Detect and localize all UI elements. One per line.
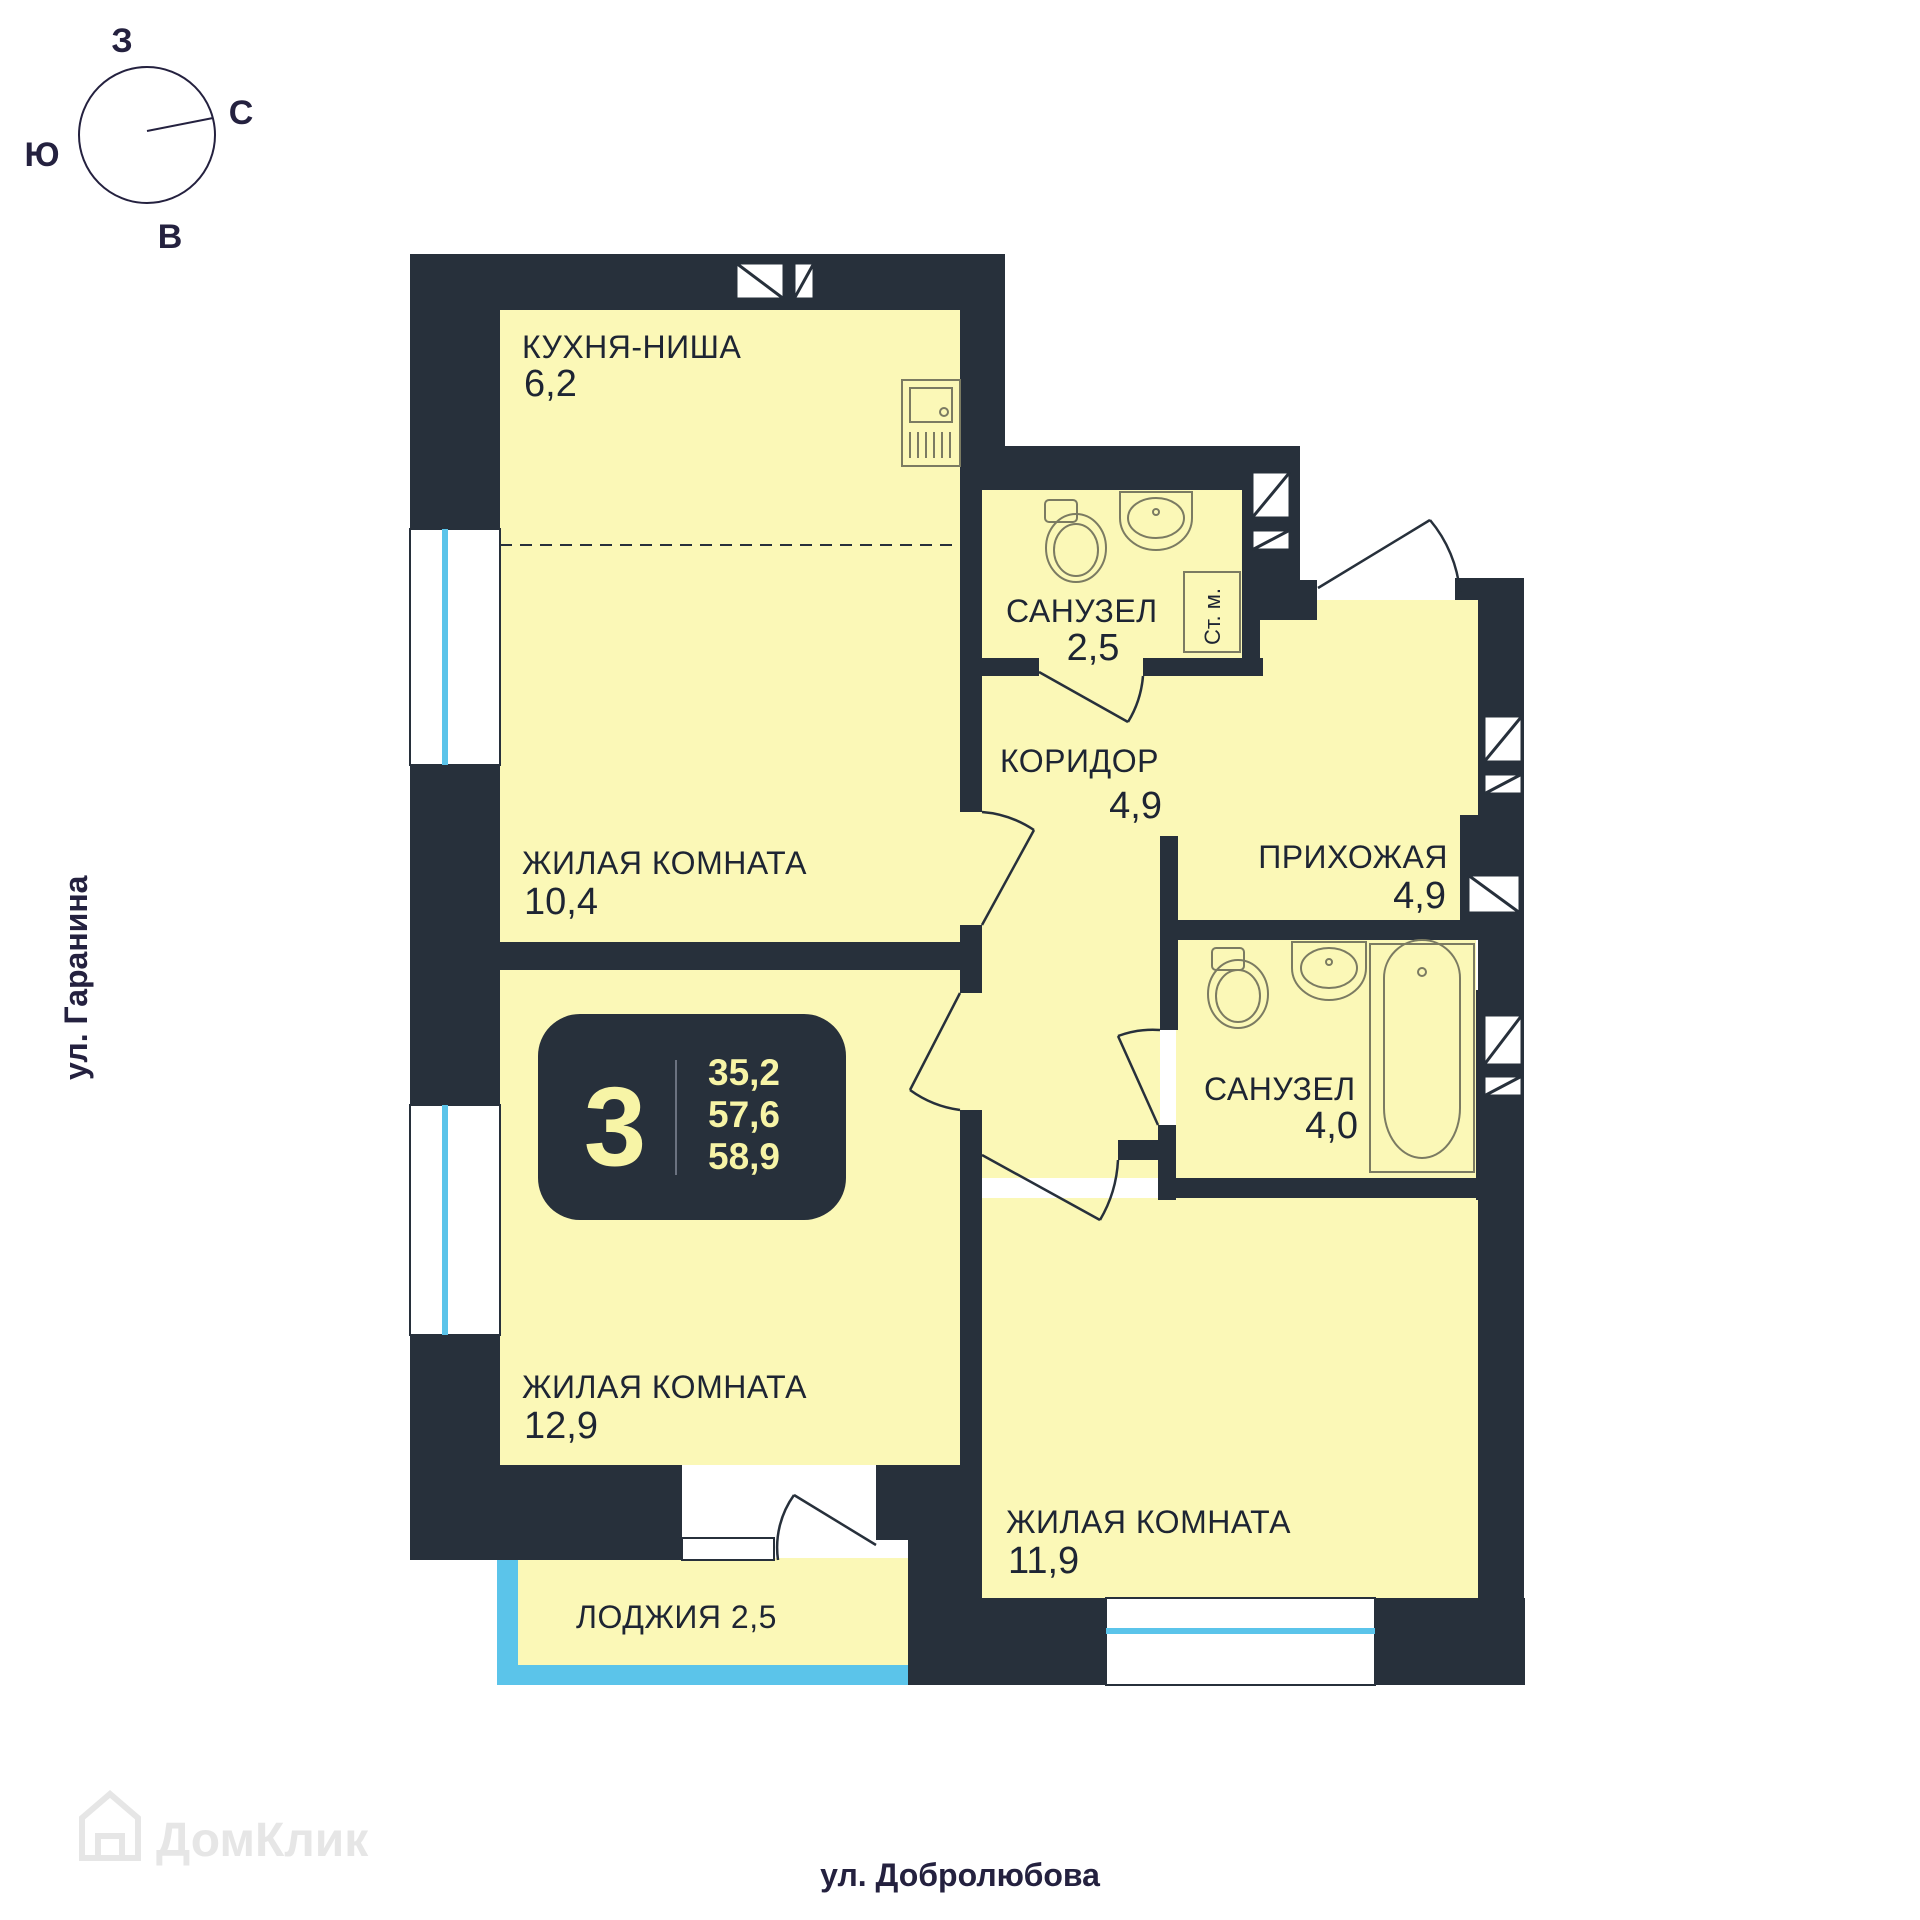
loggia-glazing-left (497, 1560, 518, 1685)
badge-total-with-loggia: 58,9 (708, 1136, 780, 1177)
door-bath1 (1038, 670, 1145, 724)
bath2-fixtures (1207, 939, 1475, 1173)
vent-hall-icon (1482, 714, 1524, 796)
window-left-1-glass (442, 529, 448, 765)
vent-bath1-icon (1250, 470, 1292, 552)
balcony-door-frame (681, 1537, 775, 1561)
badge-living-area: 35,2 (708, 1052, 780, 1093)
windows (409, 528, 1376, 1686)
washbasin-2-icon (1291, 941, 1367, 1001)
compass-west: Ю (24, 136, 59, 174)
riser-box: Ст. м. (1183, 571, 1241, 653)
wall-kitchen-right (960, 254, 1005, 449)
living2-name: ЖИЛАЯ КОМНАТА (522, 1369, 807, 1405)
badge-bg (538, 1014, 846, 1220)
living3-name: ЖИЛАЯ КОМНАТА (1006, 1504, 1291, 1540)
compass-north: З (111, 22, 132, 60)
room-labels: КУХНЯ-НИША 6,2 ЖИЛАЯ КОМНАТА 10,4 ЖИЛАЯ … (522, 329, 1448, 1635)
compass-needle (146, 117, 214, 132)
floor-hallway (1160, 600, 1480, 922)
vent-icons (734, 261, 1524, 1098)
living2-area: 12,9 (524, 1405, 598, 1447)
door-swings (775, 518, 1462, 1561)
badge-rooms: 3 (584, 1064, 646, 1189)
wall-top-1 (410, 254, 1005, 310)
loggia-name: ЛОДЖИЯ 2,5 (576, 1599, 777, 1635)
wall-bottom-2 (1375, 1598, 1525, 1685)
washbasin-1-icon (1119, 491, 1193, 551)
living1-name: ЖИЛАЯ КОМНАТА (522, 845, 807, 881)
window-left-1 (409, 528, 501, 766)
loggia-glazing-bottom (497, 1665, 908, 1685)
street-bottom: ул. Добролюбова (820, 1857, 1100, 1893)
bath1-area: 2,5 (1067, 627, 1120, 669)
vent-bath2-icon (1482, 1013, 1524, 1098)
kitchen-name: КУХНЯ-НИША (522, 329, 741, 365)
floors (500, 310, 1490, 1672)
wall-bath2-stub (1118, 1140, 1160, 1160)
vent-hall-2-icon (1466, 873, 1522, 915)
wall-bath1-bottom-r (1143, 658, 1263, 676)
compass-east: С (229, 94, 254, 132)
kitchen-area: 6,2 (524, 363, 577, 405)
wall-bath2-bottom (1158, 1178, 1490, 1198)
door-entrance (1317, 518, 1462, 593)
floor-bath2 (1176, 940, 1476, 1178)
hallway-area: 4,9 (1393, 875, 1446, 917)
wall-hall-bottom (1160, 920, 1480, 940)
wall-left-2 (410, 765, 500, 1105)
house-logo-icon (79, 1790, 141, 1861)
door-living1 (980, 810, 1036, 926)
bath2-name: САНУЗЕЛ (1204, 1071, 1356, 1107)
riser-label: Ст. м. (1200, 588, 1225, 645)
compass: З С В Ю (24, 22, 253, 256)
compass-south: В (158, 218, 183, 256)
walls (410, 254, 1525, 1685)
floor-kitchen-living1 (500, 310, 960, 942)
living1-area: 10,4 (524, 881, 598, 923)
kitchen-sink-icon (901, 379, 961, 467)
wall-partition-1 (960, 440, 982, 812)
toilet-2-icon (1207, 947, 1269, 1029)
bath2-area: 4,0 (1305, 1105, 1358, 1147)
vent-top-icon (734, 261, 816, 301)
door-loggia (775, 1493, 877, 1561)
bathtub-icon (1369, 939, 1475, 1173)
door-bath2 (1116, 1028, 1161, 1126)
wall-living2-bottom (410, 1465, 682, 1560)
window-bottom-glass (1106, 1628, 1375, 1634)
wall-living-divider (500, 942, 982, 970)
hallway-name: ПРИХОЖАЯ (1258, 839, 1448, 875)
apartment-badge: 3 35,2 57,6 58,9 (538, 1014, 846, 1220)
window-left-2 (409, 1104, 501, 1336)
watermark: ДомКлик (79, 1790, 369, 1867)
window-left-2-glass (442, 1105, 448, 1335)
badge-total-area: 57,6 (708, 1094, 780, 1135)
street-left: ул. Гаранина (58, 875, 94, 1080)
corridor-area: 4,9 (1109, 785, 1162, 827)
bath1-fixtures: Ст. м. (1044, 491, 1241, 653)
corridor-name: КОРИДОР (1000, 743, 1159, 779)
wall-bath1-bottom-l (982, 658, 1039, 676)
floor-living3 (980, 1198, 1490, 1598)
wall-bottom-1 (960, 1598, 1106, 1685)
floor-corridor (960, 658, 1160, 1178)
bath1-name: САНУЗЕЛ (1006, 593, 1158, 629)
compass-circle (78, 66, 216, 204)
window-bottom (1105, 1597, 1376, 1686)
wall-riser (1242, 580, 1260, 676)
toilet-1-icon (1044, 499, 1107, 583)
living3-area: 11,9 (1008, 1540, 1079, 1582)
floor-loggia (518, 1558, 908, 1672)
watermark-text: ДомКлик (156, 1814, 369, 1867)
door-living3 (981, 1153, 1120, 1222)
door-living2 (908, 992, 962, 1112)
